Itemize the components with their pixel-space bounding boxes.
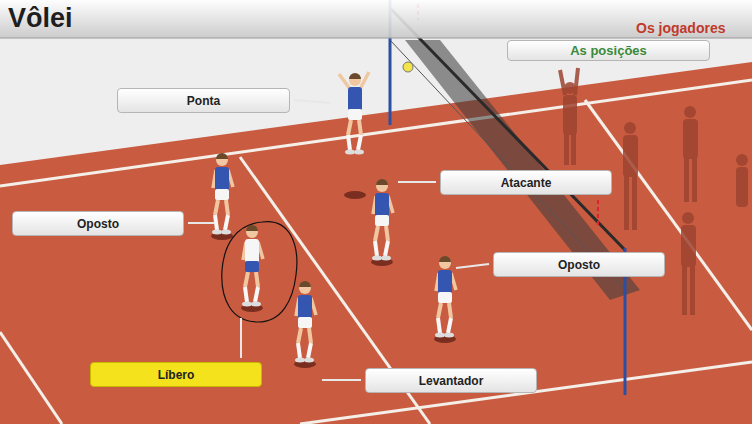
player-figure: [371, 179, 393, 266]
position-label: As posições: [507, 40, 710, 61]
label-text: Oposto: [69, 217, 127, 231]
position-label: Líbero: [90, 362, 262, 387]
position-label: Oposto: [493, 252, 665, 277]
page-title: Vôlei: [8, 3, 73, 34]
label-text: Líbero: [150, 368, 203, 382]
player-figure: [294, 281, 316, 368]
player-figure: [211, 153, 233, 240]
position-label: Atacante: [440, 170, 612, 195]
section-label: Os jogadores: [636, 20, 725, 36]
position-label: Oposto: [12, 211, 184, 236]
label-text: Atacante: [493, 176, 560, 190]
position-label: Levantador: [365, 368, 537, 393]
player-figure: [339, 72, 369, 199]
label-text: Levantador: [411, 374, 492, 388]
label-text: As posições: [562, 43, 655, 58]
label-text: Oposto: [550, 258, 608, 272]
position-label: Ponta: [117, 88, 290, 113]
label-text: Ponta: [179, 94, 228, 108]
player-figure: [241, 225, 263, 312]
player-figure: [434, 256, 456, 343]
